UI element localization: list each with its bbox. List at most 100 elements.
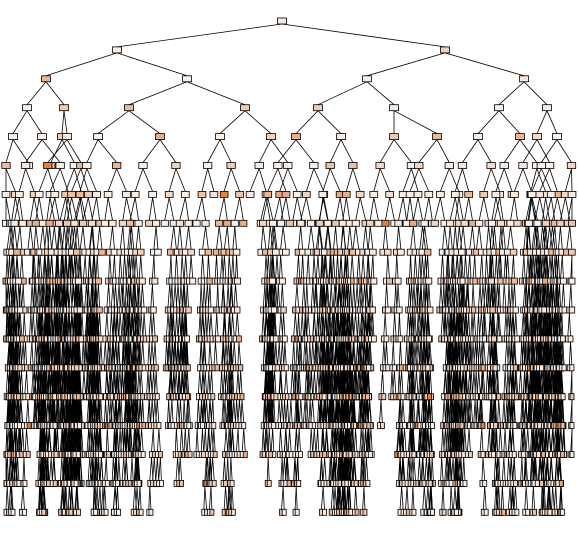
tree-edge — [537, 284, 541, 308]
tree-edge — [414, 312, 417, 336]
tree-edge — [202, 255, 205, 279]
tree-edge — [226, 284, 229, 308]
tree-edge — [12, 312, 16, 336]
tree-edge — [417, 312, 421, 336]
tree-edge — [537, 255, 541, 279]
tree-edge — [213, 428, 216, 452]
tree-edge — [137, 284, 140, 308]
tree-edge — [173, 312, 175, 336]
tree-edge — [110, 284, 114, 308]
tree-edge — [65, 226, 70, 250]
tree-edge — [80, 284, 82, 308]
tree-edge — [570, 284, 573, 308]
tree-edge — [63, 312, 67, 336]
tree-edge — [131, 284, 134, 308]
tree-edge — [19, 226, 23, 250]
tree-edge — [233, 341, 237, 365]
tree-edge — [5, 197, 11, 221]
tree-edge — [524, 284, 527, 308]
tree-edge — [219, 110, 246, 134]
tree-edge — [35, 284, 38, 308]
tree-edge — [422, 226, 426, 250]
tree-edge — [452, 312, 455, 336]
tree-edge — [540, 168, 552, 192]
tree-edge — [205, 312, 208, 336]
tree-edge — [399, 312, 401, 336]
tree-edge — [490, 284, 494, 308]
tree-edge — [480, 341, 483, 365]
tree-edge — [465, 284, 469, 308]
tree-edge — [514, 284, 517, 308]
tree-edge — [343, 255, 347, 279]
tree-edge — [532, 284, 535, 308]
tree-edge — [27, 399, 30, 423]
tree-edge — [489, 284, 492, 308]
tree-edge — [359, 312, 363, 336]
tree-edge — [303, 399, 306, 423]
tree-edge — [569, 226, 573, 250]
tree-edge — [16, 226, 21, 250]
tree-edge — [273, 312, 277, 336]
tree-edge — [370, 284, 374, 308]
tree-edge — [495, 312, 499, 336]
tree-edge — [150, 284, 153, 308]
tree-edge — [464, 312, 467, 336]
tree-edge — [122, 197, 127, 221]
tree-edge — [205, 226, 209, 250]
tree-edge — [545, 197, 552, 221]
tree-edge — [449, 197, 456, 221]
tree-edge — [237, 428, 240, 452]
tree-edge — [142, 399, 145, 423]
tree-edge — [476, 226, 480, 250]
tree-edge — [83, 370, 86, 394]
tree-edge — [115, 284, 118, 308]
tree-edge — [109, 255, 112, 279]
tree-edge — [176, 255, 179, 279]
tree-edge — [549, 168, 558, 192]
tree-edge — [62, 284, 65, 308]
tree-edge — [317, 312, 320, 336]
tree-edge — [463, 255, 466, 279]
tree-edge — [32, 312, 36, 336]
tree-edge — [310, 428, 314, 452]
tree-edge — [272, 255, 275, 279]
tree-edge — [318, 284, 322, 308]
tree-edge — [458, 197, 464, 221]
tree-edge — [216, 226, 220, 250]
tree-edge — [440, 284, 443, 308]
tree-edge — [229, 312, 232, 336]
tree-edge — [76, 312, 79, 336]
tree-edge — [153, 226, 157, 250]
tree-edge — [129, 226, 133, 250]
tree-edge — [532, 312, 535, 336]
tree-edge — [216, 255, 219, 279]
tree-edge — [283, 312, 286, 336]
tree-edge — [541, 226, 546, 250]
tree-edge — [424, 197, 430, 221]
tree-edge — [112, 226, 115, 250]
tree-edge — [314, 284, 317, 308]
tree-edge — [319, 284, 322, 308]
tree-edge — [116, 52, 188, 77]
tree-edge — [492, 284, 495, 308]
tree-edge — [469, 255, 472, 279]
tree-edge — [5, 139, 14, 163]
tree-edge — [274, 226, 278, 250]
tree-edge — [467, 284, 470, 308]
tree-edge — [209, 428, 213, 452]
tree-edge — [473, 341, 477, 365]
tree-edge — [63, 197, 69, 221]
tree-edge — [82, 226, 86, 250]
tree-edge — [272, 312, 275, 336]
tree-edge — [186, 428, 190, 452]
tree-edge — [386, 255, 389, 279]
tree-edge — [65, 197, 70, 221]
tree-edge — [24, 370, 27, 394]
tree-edge — [540, 139, 558, 163]
tree-edge — [273, 399, 276, 423]
tree-edge — [334, 284, 337, 308]
tree-edge — [148, 312, 152, 336]
tree-edge — [323, 255, 326, 279]
tree-edge — [478, 226, 483, 250]
tree-edge — [77, 284, 81, 308]
